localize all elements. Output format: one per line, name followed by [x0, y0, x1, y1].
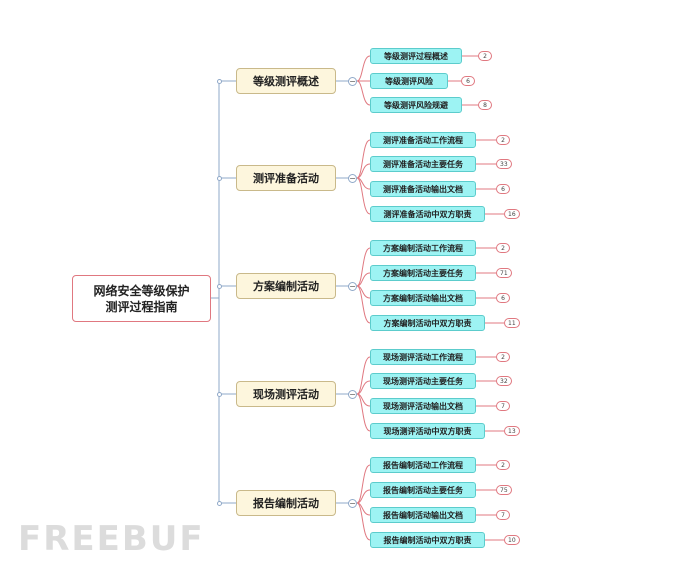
child-count-badge[interactable]: 75	[496, 485, 512, 495]
child-count-badge[interactable]: 13	[504, 426, 520, 436]
root-title-line2: 测评过程指南	[105, 299, 178, 314]
branch-node[interactable]: 现场测评活动	[236, 381, 336, 407]
collapse-toggle-icon[interactable]: −	[348, 498, 357, 508]
leaf-node[interactable]: 现场测评活动工作流程	[370, 349, 476, 365]
leaf-node[interactable]: 等级测评过程概述	[370, 48, 462, 64]
branch-connector-dot	[216, 391, 222, 397]
leaf-node[interactable]: 现场测评活动中双方职责	[370, 423, 485, 439]
leaf-label: 等级测评风险	[385, 76, 433, 86]
leaf-label: 测评准备活动工作流程	[383, 135, 463, 145]
leaf-label: 现场测评活动输出文档	[383, 401, 463, 411]
leaf-label: 报告编制活动输出文档	[383, 510, 463, 520]
child-count-badge[interactable]: 71	[496, 268, 512, 278]
branch-node[interactable]: 等级测评概述	[236, 68, 336, 94]
leaf-label: 报告编制活动主要任务	[383, 485, 463, 495]
collapse-toggle-icon[interactable]: −	[348, 389, 357, 399]
leaf-label: 现场测评活动工作流程	[383, 352, 463, 362]
root-node[interactable]: 网络安全等级保护 测评过程指南	[72, 275, 211, 322]
child-count-badge[interactable]: 11	[504, 318, 520, 328]
branch-node[interactable]: 报告编制活动	[236, 490, 336, 516]
child-count-badge[interactable]: 6	[496, 293, 510, 303]
leaf-node[interactable]: 方案编制活动工作流程	[370, 240, 476, 256]
leaf-node[interactable]: 现场测评活动主要任务	[370, 373, 476, 389]
branch-connector-dot	[216, 175, 222, 181]
leaf-node[interactable]: 测评准备活动工作流程	[370, 132, 476, 148]
leaf-label: 现场测评活动中双方职责	[383, 426, 472, 436]
leaf-label: 等级测评风险规避	[384, 100, 448, 110]
branch-label: 方案编制活动	[253, 280, 319, 293]
child-count-badge[interactable]: 7	[496, 401, 510, 411]
child-count-badge[interactable]: 6	[461, 76, 475, 86]
child-count-badge[interactable]: 32	[496, 376, 512, 386]
leaf-label: 方案编制活动主要任务	[383, 268, 463, 278]
leaf-node[interactable]: 测评准备活动输出文档	[370, 181, 476, 197]
leaf-node[interactable]: 报告编制活动输出文档	[370, 507, 476, 523]
child-count-badge[interactable]: 2	[496, 135, 510, 145]
branch-connector-dot	[216, 283, 222, 289]
child-count-badge[interactable]: 7	[496, 510, 510, 520]
leaf-node[interactable]: 测评准备活动主要任务	[370, 156, 476, 172]
collapse-toggle-icon[interactable]: −	[348, 281, 357, 291]
freebuf-watermark: FREEBUF	[18, 519, 205, 559]
root-title-line1: 网络安全等级保护	[93, 283, 190, 298]
leaf-label: 方案编制活动工作流程	[383, 243, 463, 253]
leaf-label: 报告编制活动中双方职责	[383, 535, 472, 545]
leaf-label: 方案编制活动输出文档	[383, 293, 463, 303]
branch-label: 报告编制活动	[253, 497, 319, 510]
collapse-toggle-icon[interactable]: −	[348, 173, 357, 183]
leaf-node[interactable]: 等级测评风险	[370, 73, 448, 89]
child-count-badge[interactable]: 2	[496, 243, 510, 253]
child-count-badge[interactable]: 33	[496, 159, 512, 169]
leaf-label: 等级测评过程概述	[384, 51, 448, 61]
leaf-node[interactable]: 报告编制活动工作流程	[370, 457, 476, 473]
child-count-badge[interactable]: 2	[496, 352, 510, 362]
child-count-badge[interactable]: 16	[504, 209, 520, 219]
leaf-node[interactable]: 方案编制活动中双方职责	[370, 315, 485, 331]
leaf-label: 报告编制活动工作流程	[383, 460, 463, 470]
leaf-node[interactable]: 等级测评风险规避	[370, 97, 462, 113]
leaf-node[interactable]: 现场测评活动输出文档	[370, 398, 476, 414]
child-count-badge[interactable]: 8	[478, 100, 492, 110]
leaf-label: 测评准备活动主要任务	[383, 159, 463, 169]
child-count-badge[interactable]: 10	[504, 535, 520, 545]
child-count-badge[interactable]: 2	[478, 51, 492, 61]
collapse-toggle-icon[interactable]: −	[348, 76, 357, 86]
branch-connector-dot	[216, 500, 222, 506]
branch-label: 现场测评活动	[253, 388, 319, 401]
leaf-label: 方案编制活动中双方职责	[383, 318, 472, 328]
branch-node[interactable]: 测评准备活动	[236, 165, 336, 191]
child-count-badge[interactable]: 6	[496, 184, 510, 194]
child-count-badge[interactable]: 2	[496, 460, 510, 470]
leaf-node[interactable]: 方案编制活动主要任务	[370, 265, 476, 281]
leaf-node[interactable]: 测评准备活动中双方职责	[370, 206, 485, 222]
branch-label: 测评准备活动	[253, 172, 319, 185]
branch-label: 等级测评概述	[253, 75, 319, 88]
leaf-node[interactable]: 报告编制活动主要任务	[370, 482, 476, 498]
leaf-node[interactable]: 方案编制活动输出文档	[370, 290, 476, 306]
leaf-node[interactable]: 报告编制活动中双方职责	[370, 532, 485, 548]
leaf-label: 测评准备活动中双方职责	[383, 209, 472, 219]
branch-node[interactable]: 方案编制活动	[236, 273, 336, 299]
leaf-label: 测评准备活动输出文档	[383, 184, 463, 194]
leaf-label: 现场测评活动主要任务	[383, 376, 463, 386]
branch-connector-dot	[216, 78, 222, 84]
